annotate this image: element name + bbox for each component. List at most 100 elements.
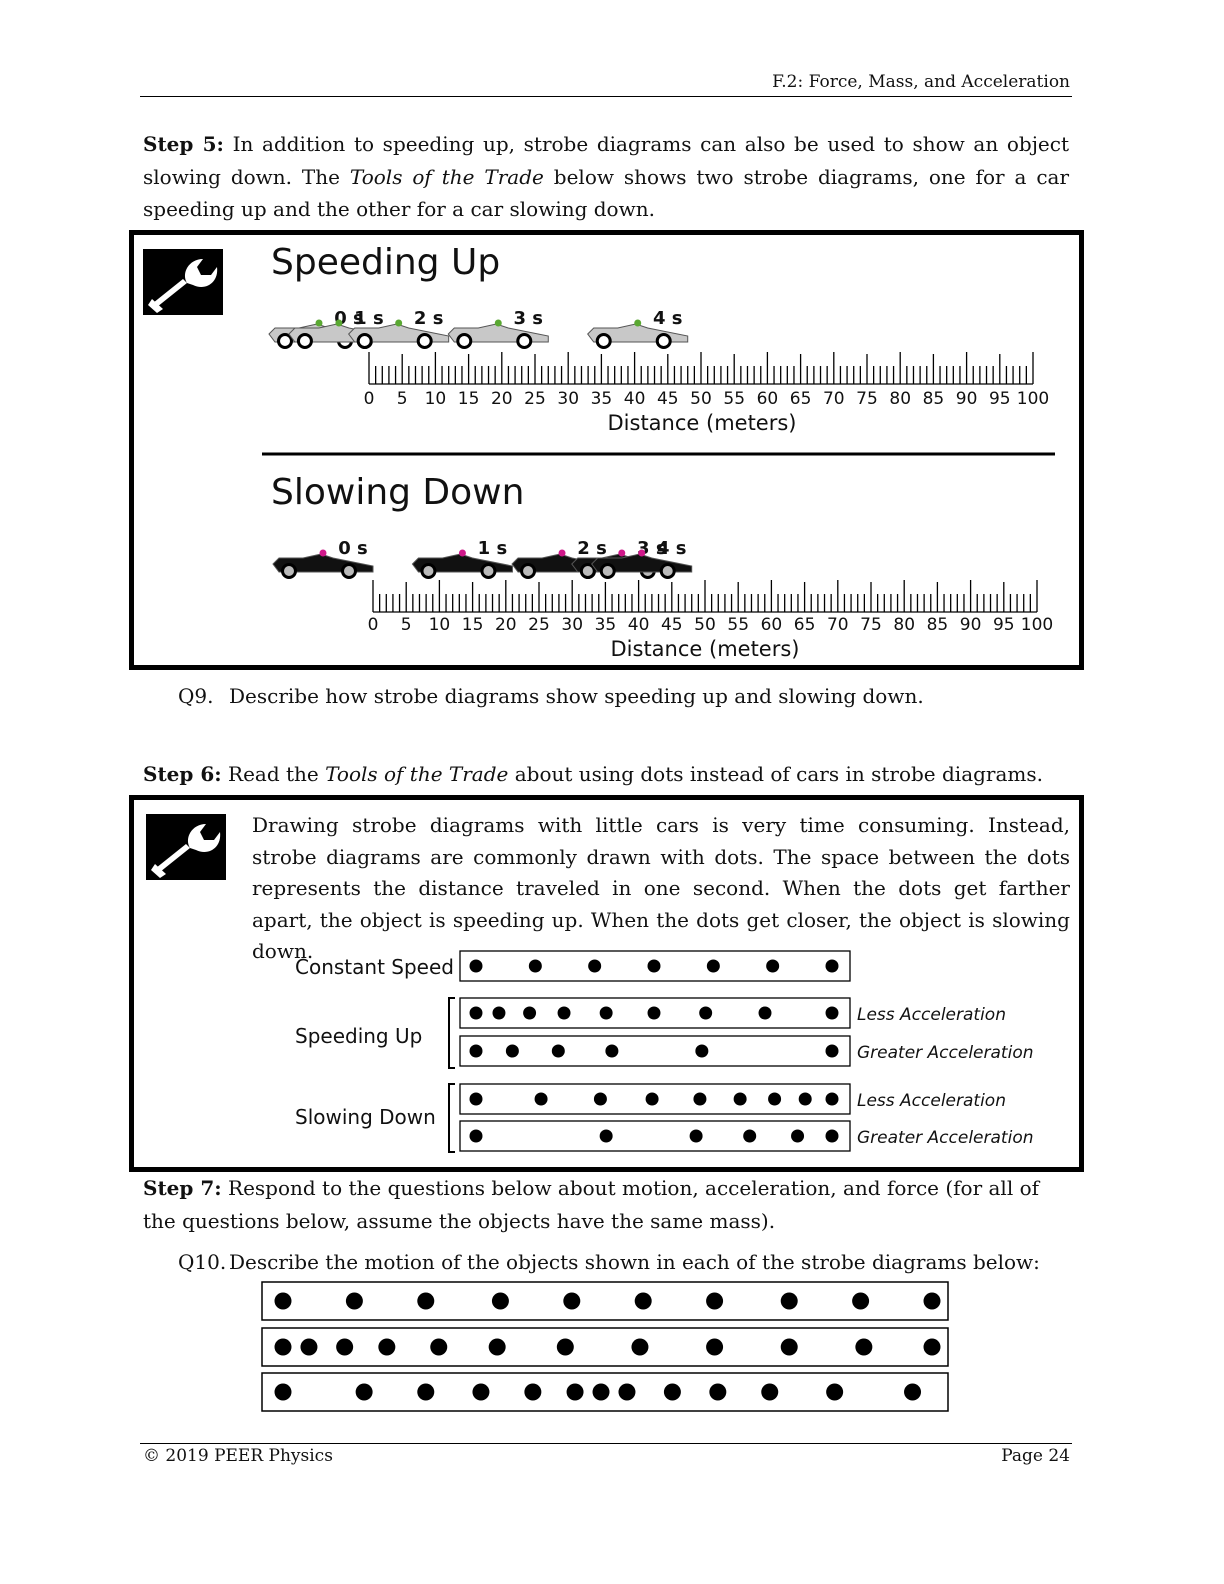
step6-label: Step 6:: [143, 762, 222, 786]
q10-number: Q10.: [178, 1250, 227, 1274]
q10-diagram-frame: [261, 1281, 949, 1321]
speeding-car-rear-wheel: [296, 333, 313, 349]
strobe-dot: [593, 1092, 607, 1106]
q10-strobe-dot: [524, 1383, 542, 1401]
q10-strobe-dot: [852, 1292, 870, 1310]
strobe-dot: [768, 1092, 782, 1106]
strobe-dot: [469, 1092, 483, 1106]
slowing-ruler-tick-label: 60: [761, 615, 783, 635]
slowing-ruler-tick-label: 5: [401, 615, 412, 635]
slowing-ruler-tick-label: 0: [368, 615, 379, 635]
slowing-ruler-tick-label: 10: [429, 615, 451, 635]
slowing-down-title: Slowing Down: [271, 472, 524, 513]
q10-strobe-dot: [706, 1292, 724, 1310]
q10-strobe-dot: [563, 1292, 581, 1310]
tools-box-cars: [129, 230, 1084, 670]
slowing-ruler-tick-label: 40: [628, 615, 650, 635]
strobe-dot: [599, 1006, 613, 1020]
speeding-ruler-tick-label: 30: [557, 389, 579, 409]
step7-label: Step 7:: [143, 1176, 222, 1200]
speeding-car: 3 s: [447, 308, 549, 349]
slowing-car-time-label: 4 s: [657, 538, 687, 559]
speeding-ruler-tick-label: 60: [757, 389, 779, 409]
acceleration-note: Less Acceleration: [857, 1091, 1006, 1111]
strobe-dot: [523, 1006, 537, 1020]
slowing-car-rear-wheel: [420, 563, 437, 579]
strobe-dot: [743, 1129, 757, 1143]
strobe-dot: [733, 1092, 747, 1106]
slowing-ruler-tick-label: 45: [661, 615, 683, 635]
q10-strobe-dot: [345, 1292, 363, 1310]
q10-strobe-dot: [780, 1338, 798, 1356]
q10-strobe-dot: [336, 1338, 354, 1356]
q10-diagram-frame: [261, 1372, 949, 1412]
speeding-car-driver: [335, 319, 343, 327]
q10-strobe-dot: [472, 1383, 490, 1401]
q10-strobe-dot: [274, 1383, 292, 1401]
step6-text2: about using dots instead of cars in stro…: [508, 762, 1043, 786]
strobe-dot: [492, 1006, 506, 1020]
speeding-car-rear-wheel: [456, 333, 473, 349]
speeding-up-title: Speeding Up: [271, 242, 500, 283]
speeding-car-time-label: 2 s: [414, 308, 444, 329]
group-bracket: [448, 997, 455, 1069]
speeding-axis-label: Distance (meters): [608, 411, 797, 435]
strobe-dot: [647, 1006, 661, 1020]
speeding-car-time-label: 1 s: [354, 308, 384, 329]
step5-italic: Tools of the Trade: [349, 164, 544, 189]
dot-row-frame: [459, 1120, 851, 1152]
speeding-ruler-tick-label: 35: [591, 389, 613, 409]
slowing-ruler-tick-label: 90: [960, 615, 982, 635]
q10-strobe-dot: [488, 1338, 506, 1356]
footer-copyright: © 2019 PEER Physics: [143, 1446, 333, 1466]
q10-strobe-dot: [631, 1338, 649, 1356]
footer-page-number: Page 24: [1001, 1446, 1070, 1466]
speeding-car-time-label: 4 s: [653, 308, 683, 329]
speeding-ruler-tick-label: 80: [889, 389, 911, 409]
slowing-car-rear-wheel: [281, 563, 297, 579]
strobe-dot: [599, 1129, 613, 1143]
slowing-ruler-tick-label: 85: [927, 615, 949, 635]
slowing-ruler-tick-label: 80: [893, 615, 915, 635]
step6-italic: Tools of the Trade: [325, 762, 509, 786]
strobe-dot: [699, 1006, 713, 1020]
strobe-dot: [645, 1092, 659, 1106]
q10-strobe-dot: [274, 1292, 292, 1310]
speeding-car-rear-wheel: [277, 333, 293, 349]
speeding-car-rear-wheel: [595, 333, 612, 349]
dot-row-frame: [459, 997, 851, 1029]
slowing-car-front-wheel: [659, 563, 676, 579]
q10-strobe-dot: [923, 1338, 941, 1356]
speeding-car: 4 s: [587, 308, 689, 349]
strobe-dot: [706, 959, 720, 973]
slowing-car-time-label: 2 s: [577, 538, 607, 559]
slowing-car: 0 s: [272, 538, 374, 579]
q10-question: Q10.Describe the motion of the objects s…: [178, 1250, 1040, 1274]
slowing-ruler-tick-label: 25: [528, 615, 550, 635]
strobe-dot: [534, 1092, 548, 1106]
q10-diagram-frame: [261, 1327, 949, 1367]
q10-strobe-dot: [855, 1338, 873, 1356]
slowing-ruler-tick-label: 20: [495, 615, 517, 635]
slowing-car-rear-wheel: [520, 563, 537, 579]
slowing-car-time-label: 1 s: [478, 538, 508, 559]
strobe-dot: [588, 959, 602, 973]
strobe-dot: [469, 1129, 483, 1143]
strobe-dot: [791, 1129, 805, 1143]
q10-strobe-dot: [923, 1292, 941, 1310]
q10-strobe-dot: [417, 1292, 435, 1310]
q9-number: Q9.: [178, 684, 214, 708]
slowing-car: 4 s: [591, 538, 693, 579]
slowing-car-rear-wheel: [599, 563, 616, 579]
header-divider: [140, 96, 1072, 97]
strobe-dot: [647, 959, 661, 973]
acceleration-note: Less Acceleration: [857, 1005, 1006, 1025]
q10-strobe-dot: [355, 1383, 373, 1401]
dot-row-frame: [459, 1083, 851, 1115]
strobe-dot: [825, 959, 839, 973]
dot-row-frame: [459, 1035, 851, 1067]
speeding-car-rear-wheel: [356, 333, 373, 349]
q10-strobe-dot: [634, 1292, 652, 1310]
acceleration-note: Greater Acceleration: [857, 1043, 1034, 1063]
